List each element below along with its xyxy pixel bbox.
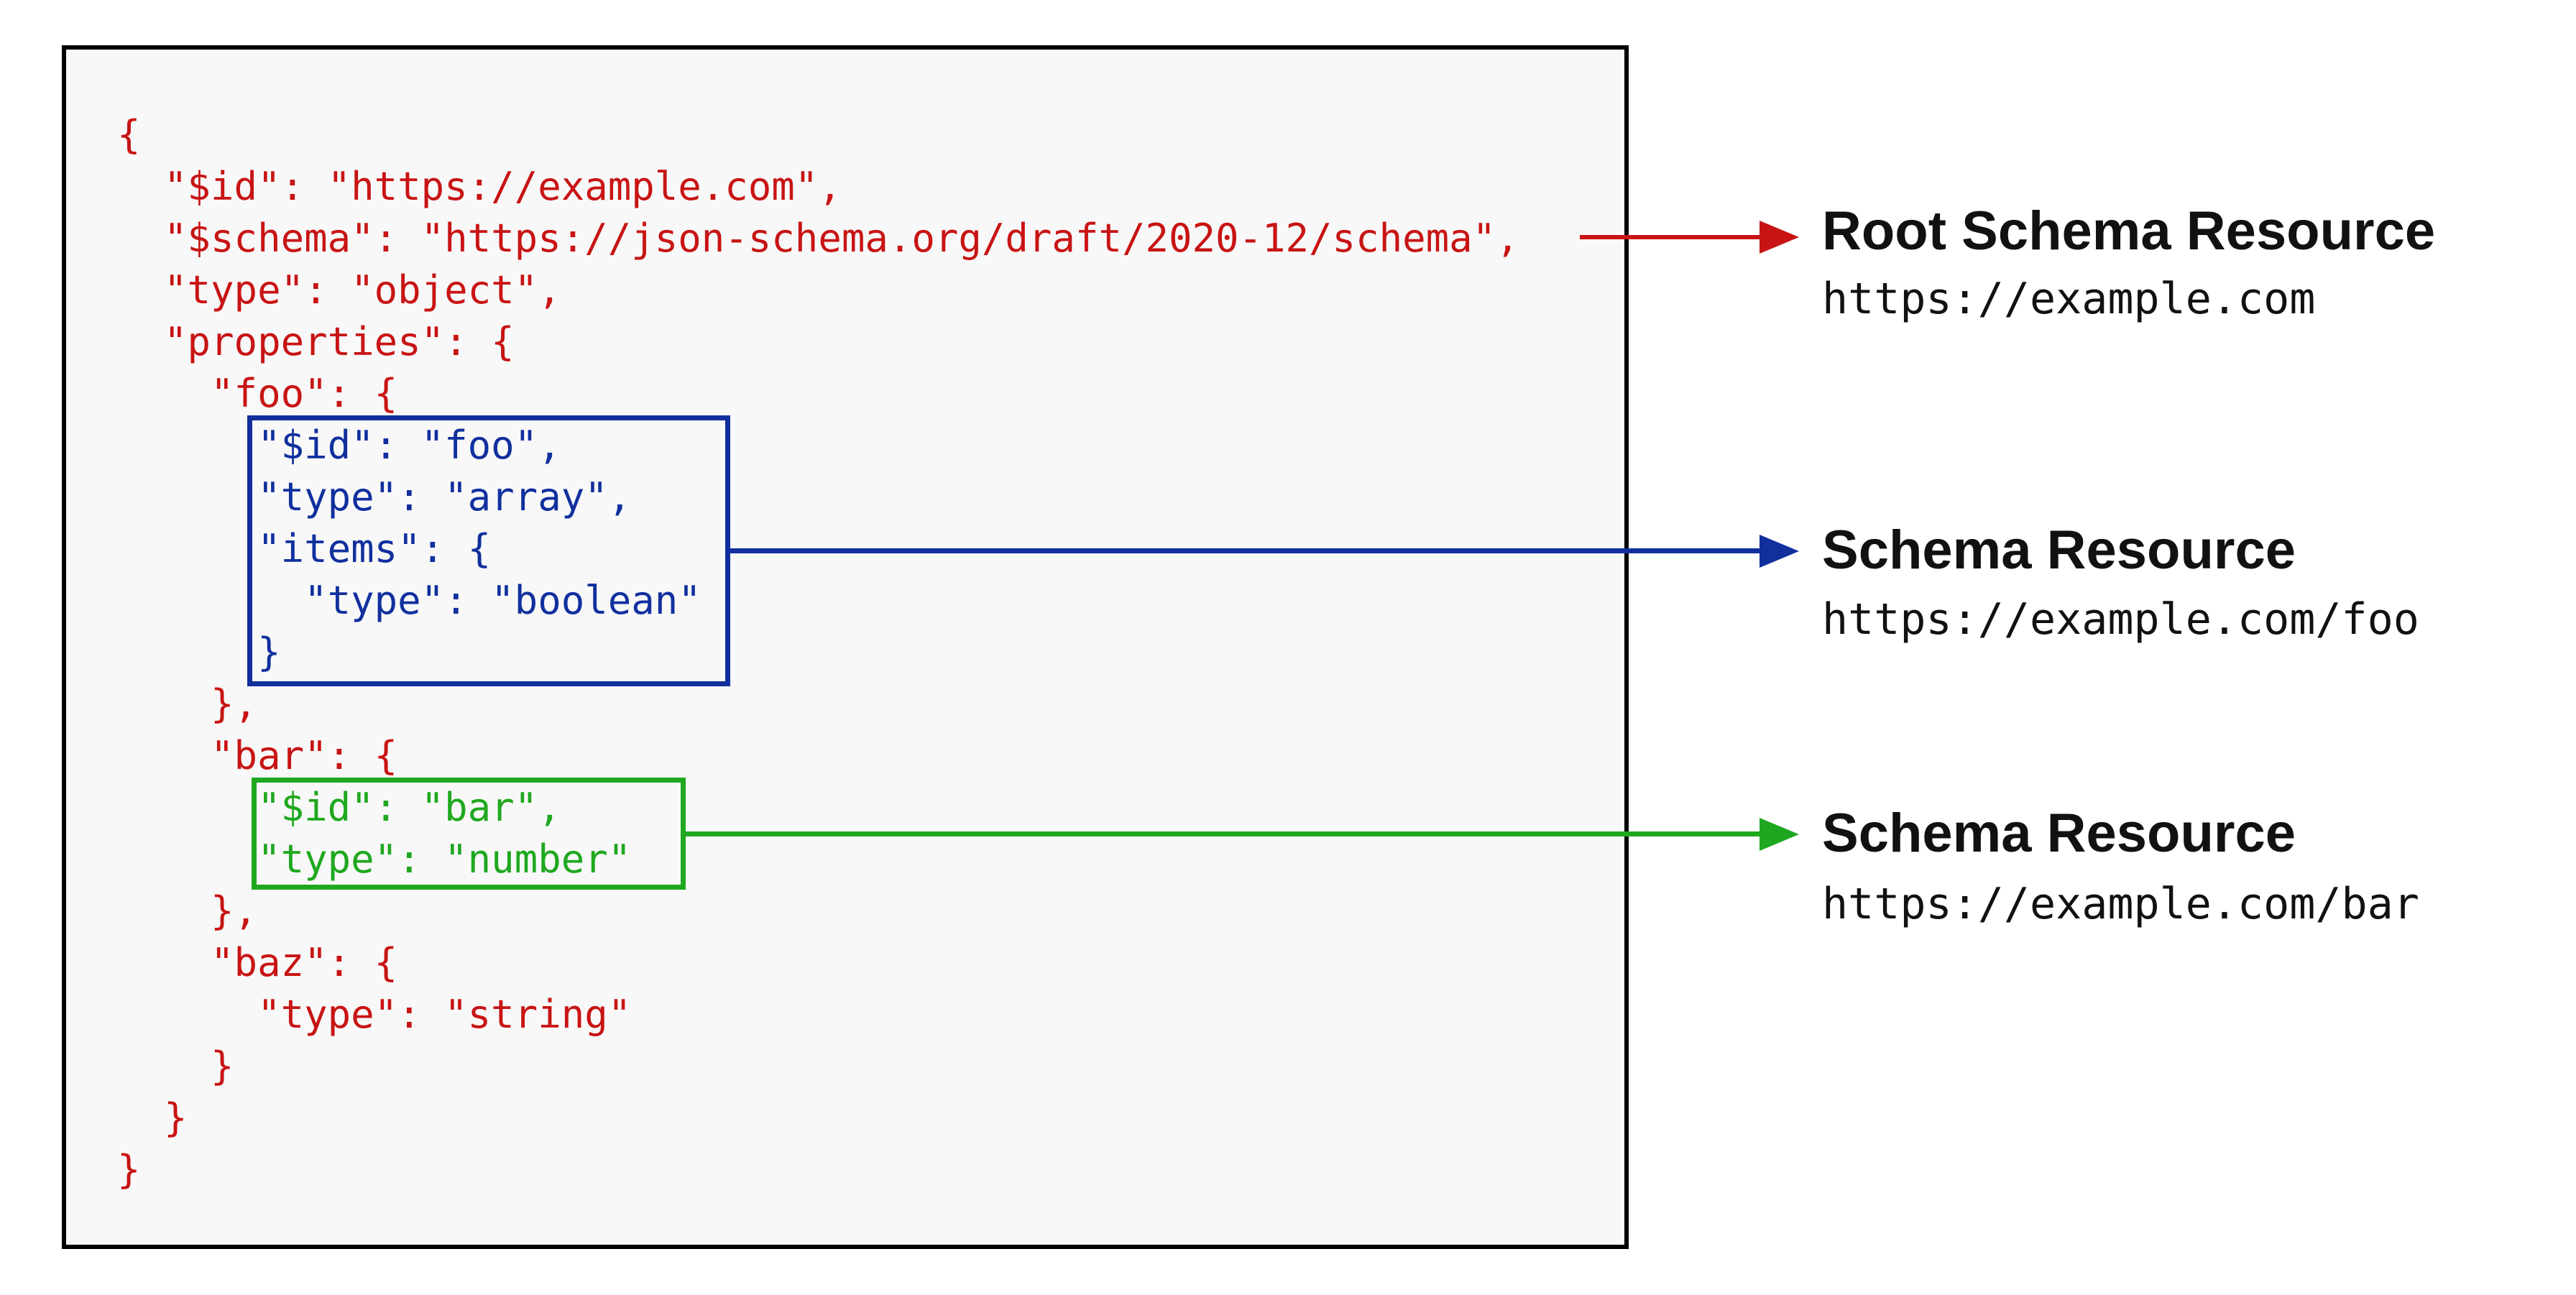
code-line: }, (117, 681, 258, 727)
code-line: } (117, 1095, 188, 1140)
json-schema-code: { "$id": "https://example.com", "$schema… (117, 109, 1519, 1196)
code-line: { (117, 112, 141, 157)
code-line: "$id": "https://example.com", (117, 164, 842, 209)
annotation-url: https://example.com (1822, 274, 2316, 324)
annotation-url: https://example.com/foo (1822, 594, 2419, 645)
foo-schema-annotation: Schema Resource https://example.com/foo (1822, 520, 2419, 645)
code-line: "type": "object", (117, 267, 561, 313)
bar-schema-arrow-head-icon (1760, 818, 1799, 851)
foo-schema-arrow-shaft (730, 548, 1760, 553)
code-line: "type": "boolean" (117, 578, 702, 623)
schema-document-box (62, 45, 1629, 1249)
code-line: }, (117, 888, 258, 934)
annotation-title: Schema Resource (1822, 803, 2296, 864)
code-line: "bar": { (117, 733, 398, 778)
foo-schema-arrow-head-icon (1760, 535, 1799, 568)
code-line: "$id": "bar", (117, 785, 561, 830)
code-line: "type": "number" (117, 837, 632, 882)
code-line: } (117, 630, 281, 675)
code-line: "items": { (117, 526, 492, 571)
code-line: "foo": { (117, 371, 398, 416)
root-schema-annotation: Root Schema Resource https://example.com (1822, 201, 2436, 325)
code-line: "type": "array", (117, 474, 632, 520)
annotation-title: Root Schema Resource (1822, 201, 2436, 262)
bar-schema-annotation: Schema Resource https://example.com/bar (1822, 803, 2419, 930)
code-line: "properties": { (117, 319, 515, 364)
bar-schema-arrow-shaft (686, 831, 1760, 837)
code-line: "type": "string" (117, 992, 632, 1037)
code-line: } (117, 1043, 234, 1089)
annotation-url: https://example.com/bar (1822, 879, 2419, 929)
code-line: "$id": "foo", (117, 423, 561, 468)
root-schema-arrow-head-icon (1760, 221, 1799, 254)
root-schema-arrow-shaft (1580, 235, 1760, 239)
code-line: } (117, 1147, 141, 1192)
code-line: "$schema": "https://json-schema.org/draf… (117, 216, 1519, 261)
annotation-title: Schema Resource (1822, 520, 2296, 581)
code-line: "baz": { (117, 940, 398, 985)
